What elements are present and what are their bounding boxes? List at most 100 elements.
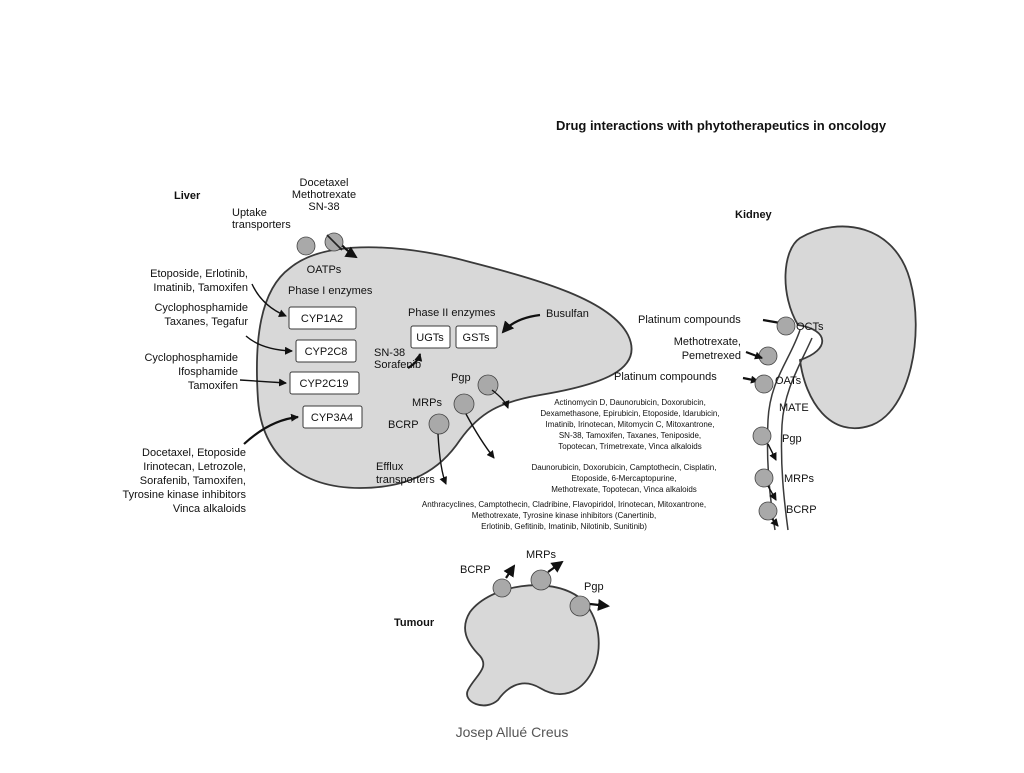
text-line: Etoposide, 6-Mercaptopurine, — [572, 474, 677, 483]
methotrexate-arrow — [745, 350, 763, 360]
liver-mrps-label: MRPs — [412, 397, 442, 409]
oct-transporter-icon — [776, 316, 796, 336]
tumour-pgp-icon — [569, 595, 591, 617]
kidney-bcrp-arrow — [770, 518, 779, 527]
text-line: SN-38 — [308, 201, 339, 213]
kidney-platinum1: Platinum compounds — [638, 314, 741, 326]
octs-label: OCTs — [796, 321, 824, 333]
oatps-label: OATPs — [307, 264, 342, 276]
tumour-bcrp-arrow — [503, 564, 516, 579]
pgp-efflux-arrow — [491, 389, 510, 409]
text-line: Methotrexate, Tyrosine kinase inhibitors… — [472, 511, 656, 520]
text-line: transporters — [232, 219, 291, 231]
text-line: Irinotecan, Letrozole, — [143, 461, 246, 473]
text-line: Imatinib, Irinotecan, Mitomycin C, Mitox… — [546, 420, 715, 429]
text-line: SN-38 — [374, 347, 405, 359]
tumour-mrps-label: MRPs — [526, 549, 556, 561]
text-line: Methotrexate, — [674, 336, 741, 348]
liver-pgp-label: Pgp — [451, 372, 471, 384]
kidney-platinum2: Platinum compounds — [614, 371, 717, 383]
text-line: Sorafenib, Tamoxifen, — [140, 475, 246, 487]
tumour-pgp-arrow — [589, 598, 610, 611]
figure-title: Drug interactions with phytotherapeutics… — [556, 118, 887, 133]
tumour-label: Tumour — [394, 617, 435, 629]
text-line: Tamoxifen — [188, 380, 238, 392]
cyp3a4-box — [302, 405, 363, 429]
kidney-bcrp-label: BCRP — [786, 504, 817, 516]
text-line: Cyclophosphamide — [144, 352, 238, 364]
ureter-outline — [780, 337, 813, 531]
cyp1a2-box — [288, 306, 357, 330]
mrp-transporter-icon — [453, 393, 475, 415]
cyp2c8-label: CYP2C8 — [305, 346, 348, 358]
bcrp-transporter-icon — [428, 413, 450, 435]
kidney-mrps-label: MRPs — [784, 473, 814, 485]
ureter-outline — [766, 329, 801, 531]
kidney-mrp-arrow — [767, 485, 777, 501]
ugts-box — [410, 325, 451, 349]
text-line: transporters — [376, 474, 435, 486]
pgp-drugs: Actinomycin D, Daunorubicin, Doxorubicin… — [540, 398, 719, 451]
phase1-label: Phase I enzymes — [288, 285, 373, 297]
ugts-label: UGTs — [416, 332, 444, 344]
text-line: Imatinib, Tamoxifen — [153, 282, 248, 294]
text-line: Erlotinib, Gefitinib, Imatinib, Nilotini… — [481, 522, 647, 531]
cyp2c19-arrow — [239, 378, 287, 387]
text-line: Uptake — [232, 207, 267, 219]
text-line: Tyrosine kinase inhibitors — [122, 489, 246, 501]
kidney-label: Kidney — [735, 209, 773, 221]
phase2-label: Phase II enzymes — [408, 307, 496, 319]
kidney-mrp-icon — [754, 468, 774, 488]
text-line: Methotrexate — [292, 189, 356, 201]
text-line: Vinca alkaloids — [173, 503, 247, 515]
text-line: Ifosphamide — [178, 366, 238, 378]
cyp1a2-label: CYP1A2 — [301, 313, 343, 325]
text-line: Cyclophosphamide — [154, 302, 248, 314]
text-line: SN-38, Tamoxifen, Taxanes, Teniposide, — [559, 431, 701, 440]
text-line: Taxanes, Tegafur — [164, 316, 248, 328]
liver-shape — [256, 246, 633, 489]
text-line: Anthracyclines, Camptothecin, Cladribine… — [422, 500, 706, 509]
liver-label: Liver — [174, 190, 201, 202]
mrp-efflux-arrow — [465, 413, 495, 459]
oatp-transporter-icon — [296, 236, 316, 256]
text-line: Methotrexate, Topotecan, Vinca alkaloids — [551, 485, 697, 494]
tumour-pgp-label: Pgp — [584, 581, 604, 593]
liver-bcrp-label: BCRP — [388, 419, 419, 431]
kidney-pgp-arrow — [767, 443, 777, 461]
ugt-arrow — [407, 353, 423, 369]
cyp2c19-box — [289, 371, 360, 395]
text-line: Daunorubicin, Doxorubicin, Camptothecin,… — [532, 463, 717, 472]
oats-label: OATs — [775, 375, 802, 387]
kidney-methotrexate: Methotrexate, Pemetrexed — [674, 336, 741, 362]
mate-label: MATE — [779, 402, 809, 414]
cyp1a2-arrow — [251, 283, 287, 317]
tumour-mrp-icon — [530, 569, 552, 591]
bcrp-efflux-arrow — [437, 433, 447, 485]
text-line: Docetaxel, Etoposide — [142, 447, 246, 459]
text-line: Pemetrexed — [682, 350, 741, 362]
text-line: Topotecan, Trimetrexate, Vinca alkaloids — [558, 442, 701, 451]
cyp3a4-label: CYP3A4 — [311, 412, 353, 424]
footer-author: Josep Allué Creus — [455, 724, 569, 740]
cyp1a2-drugs: Etoposide, Erlotinib,Imatinib, Tamoxifen — [150, 268, 248, 294]
tumour-bcrp-icon — [492, 578, 512, 598]
tumour-bcrp-label: BCRP — [460, 564, 491, 576]
oat-transporter-icon — [754, 374, 774, 394]
text-line: Dexamethasone, Epirubicin, Etoposide, Id… — [540, 409, 719, 418]
cyp2c8-box — [295, 339, 357, 363]
text-line: Actinomycin D, Daunorubicin, Doxorubicin… — [554, 398, 706, 407]
kidney-shape — [784, 225, 917, 430]
bcrp-drugs: Anthracyclines, Camptothecin, Cladribine… — [422, 500, 706, 531]
cyp2c8-arrow — [245, 335, 293, 355]
busulfan-arrow — [501, 313, 541, 334]
text-line: Docetaxel — [300, 177, 349, 189]
